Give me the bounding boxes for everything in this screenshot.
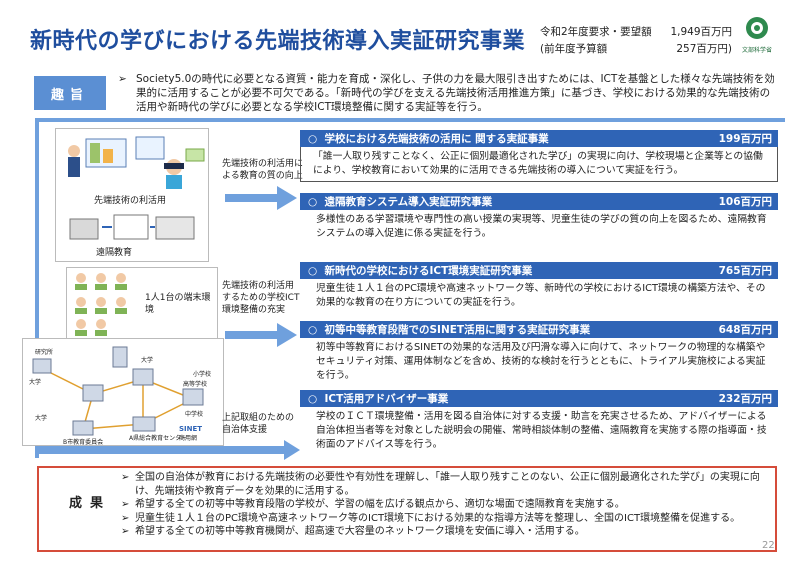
map-label-0: 研究所 [35, 349, 54, 356]
project-3-amount: 765百万円 [718, 265, 772, 277]
project-1-body: 「誰一人取り残すことなく、公正に個別最適化された学び」の実現に向け、学校現場と企… [300, 147, 778, 182]
result-bullet: ➢ [121, 499, 130, 510]
result-bullet: ➢ [121, 512, 130, 524]
project-3: ○ 新時代の学校におけるICT環境実証研究事業 765百万円 児童生徒１人１台の… [300, 262, 778, 310]
project-3-body: 児童生徒１人１台のPC環境や高速ネットワーク等、新時代の学校におけるICT環境の… [316, 283, 766, 308]
result-bullet: ➢ [121, 526, 130, 537]
budget-request-value: 1,949百万円 [670, 26, 732, 38]
budget-request-label: 令和2年度要求・要望額 [540, 26, 652, 38]
bottom-arrow-icon [38, 440, 300, 460]
budget-prev-label: (前年度予算額 [540, 43, 608, 55]
frame-left-line [35, 118, 39, 458]
result-text-4: 希望する全ての初等中等教育機関が、超高速で大容量のネットワーク環境を安価に導入・… [135, 526, 585, 537]
caption-advanced-tech: 先端技術の利活用 [94, 196, 167, 206]
aim-text: Society5.0の時代に必要となる資質・能力を育成・深化し、子供の力を最大限… [136, 73, 775, 113]
list-item: ➢ 希望する全ての初等中等教育段階の学校が、学習の幅を広げる観点から、適切な場面で… [121, 498, 771, 512]
map-label-1: 大学 [29, 379, 42, 386]
illustration-advanced-tech: 先端技術の利活用 遠隔教育 [55, 128, 209, 262]
arrow-label-ict: 先端技術の利活用するための学校ICT環境整備の充実 [222, 281, 300, 315]
caption-remote-education: 遠隔教育 [96, 248, 133, 258]
classroom-illustration-icon [68, 136, 205, 240]
map-label-3: 高等学校 [183, 381, 208, 388]
caption-one-device: 1人1台の端末環境 [145, 293, 211, 315]
arrow-label-support: 上記取組のための自治体支援 [222, 413, 295, 435]
project-1: ○ 学校における先端技術の活用に 関する実証事業 199百万円 「誰一人取り残す… [300, 130, 778, 182]
results-box: 成果 ➢ 全国の自治体が教育における先端技術の必要性や有効性を理解し、「誰一人取り… [37, 466, 777, 552]
result-text-2: 希望する全ての初等中等教育段階の学校が、学習の幅を広げる観点から、適切な場面で遠… [135, 499, 625, 510]
arrow-label-quality: 先端技術の利活用による教育の質の向上 [222, 159, 304, 181]
arrow-right-icon-2 [225, 323, 297, 347]
network-map-icon [32, 346, 204, 436]
project-2-header: ○ 遠隔教育システム導入実証研究事業 106百万円 [300, 193, 778, 210]
list-item: ➢ 希望する全ての初等中等教育機関が、超高速で大容量のネットワーク環境を安価に導入… [121, 525, 771, 539]
illustration-network-map: 研究所 大学 大学 高等学校 小学校 大学 中学校 A県総合教育センター B市教… [22, 338, 224, 446]
map-label-6: 中学校 [185, 411, 204, 418]
budget-info: 令和2年度要求・要望額 1,949百万円 (前年度予算額 257百万円) [540, 24, 732, 58]
project-2-body: 多様性のある学習環境や専門性の高い授業の実現等、児童生徒の学びの質の向上を図るた… [316, 214, 767, 239]
results-list: ➢ 全国の自治体が教育における先端技術の必要性や有効性を理解し、「誰一人取り残すこ… [121, 471, 771, 539]
circle-icon: ○ [308, 133, 318, 145]
frame-top-line [35, 118, 785, 122]
project-5-body: 学校のＩＣＴ環境整備・活用を図る自治体に対する支援・助言を充実させるため、アドバ… [316, 411, 767, 450]
ministry-logo-text: 文部科学省 [742, 47, 773, 54]
page-number: 22 [762, 540, 775, 551]
results-label: 成果 [69, 496, 112, 511]
result-text-1: 全国の自治体が教育における先端技術の必要性や有効性を理解し、「誰一人取り残すこと… [135, 472, 760, 497]
project-3-header: ○ 新時代の学校におけるICT環境実証研究事業 765百万円 [300, 262, 778, 279]
project-2-name: 遠隔教育システム導入実証研究事業 [324, 196, 493, 208]
ministry-logo: 文部科学省 [742, 16, 772, 54]
project-1-header: ○ 学校における先端技術の活用に 関する実証事業 199百万円 [300, 130, 778, 147]
circle-icon: ○ [308, 196, 318, 208]
illustration-one-device: 1人1台の端末環境 [66, 267, 218, 341]
budget-prev-value: 257百万円) [676, 43, 732, 55]
circle-icon: ○ [308, 265, 318, 277]
result-bullet: ➢ [121, 472, 130, 483]
map-label-5: 大学 [35, 415, 48, 422]
project-5-name: ICT活用アドバイザー事業 [324, 393, 449, 405]
project-4: ○ 初等中等教育段階でのSINET活用に関する実証研究事業 648百万円 初等中… [300, 321, 778, 383]
project-4-header: ○ 初等中等教育段階でのSINET活用に関する実証研究事業 648百万円 [300, 321, 778, 338]
page-title: 新時代の学びにおける先端技術導入実証研究事業 [30, 29, 526, 54]
project-4-name: 初等中等教育段階でのSINET活用に関する実証研究事業 [324, 324, 591, 336]
arrow-right-icon [225, 186, 297, 210]
project-5-amount: 232百万円 [718, 393, 772, 405]
project-2: ○ 遠隔教育システム導入実証研究事業 106百万円 多様性のある学習環境や専門性… [300, 193, 778, 241]
project-1-amount: 199百万円 [718, 133, 772, 145]
list-item: ➢ 全国の自治体が教育における先端技術の必要性や有効性を理解し、「誰一人取り残すこ… [121, 471, 771, 498]
project-1-name: 学校における先端技術の活用に 関する実証事業 [324, 133, 549, 145]
map-label-10: 商用網 [179, 435, 198, 442]
aim-bullet: ➢ [118, 73, 127, 85]
map-label-8: B市教育委員会 [63, 439, 104, 446]
project-2-amount: 106百万円 [718, 196, 772, 208]
result-text-3: 児童生徒１人１台のPC環境や高速ネットワーク等のICT環境下における効果的な指導… [135, 512, 741, 524]
students-with-devices-icon [75, 273, 127, 336]
project-4-body: 初等中等教育におけるSINETの効果的な活用及び円滑な導入に向けて、ネットワーク… [316, 342, 766, 381]
map-label-4: 小学校 [193, 371, 212, 378]
circle-icon: ○ [308, 324, 318, 336]
project-5-header: ○ ICT活用アドバイザー事業 232百万円 [300, 390, 778, 407]
map-label-2: 大学 [141, 357, 154, 364]
project-4-amount: 648百万円 [718, 324, 772, 336]
project-3-name: 新時代の学校におけるICT環境実証研究事業 [324, 265, 533, 277]
map-label-9: SINET [179, 425, 203, 433]
list-item: ➢ 児童生徒１人１台のPC環境や高速ネットワーク等のICT環境下における効果的な指… [121, 512, 771, 526]
map-label-7: A県総合教育センター [129, 435, 188, 442]
circle-icon: ○ [308, 393, 318, 405]
project-5: ○ ICT活用アドバイザー事業 232百万円 学校のＩＣＴ環境整備・活用を図る自… [300, 390, 778, 452]
aim-label: 趣旨 [34, 76, 106, 110]
ministry-emblem-icon [746, 17, 768, 39]
aim-text-block: ➢ Society5.0の時代に必要となる資質・能力を育成・深化し、子供の力を最… [118, 72, 778, 114]
